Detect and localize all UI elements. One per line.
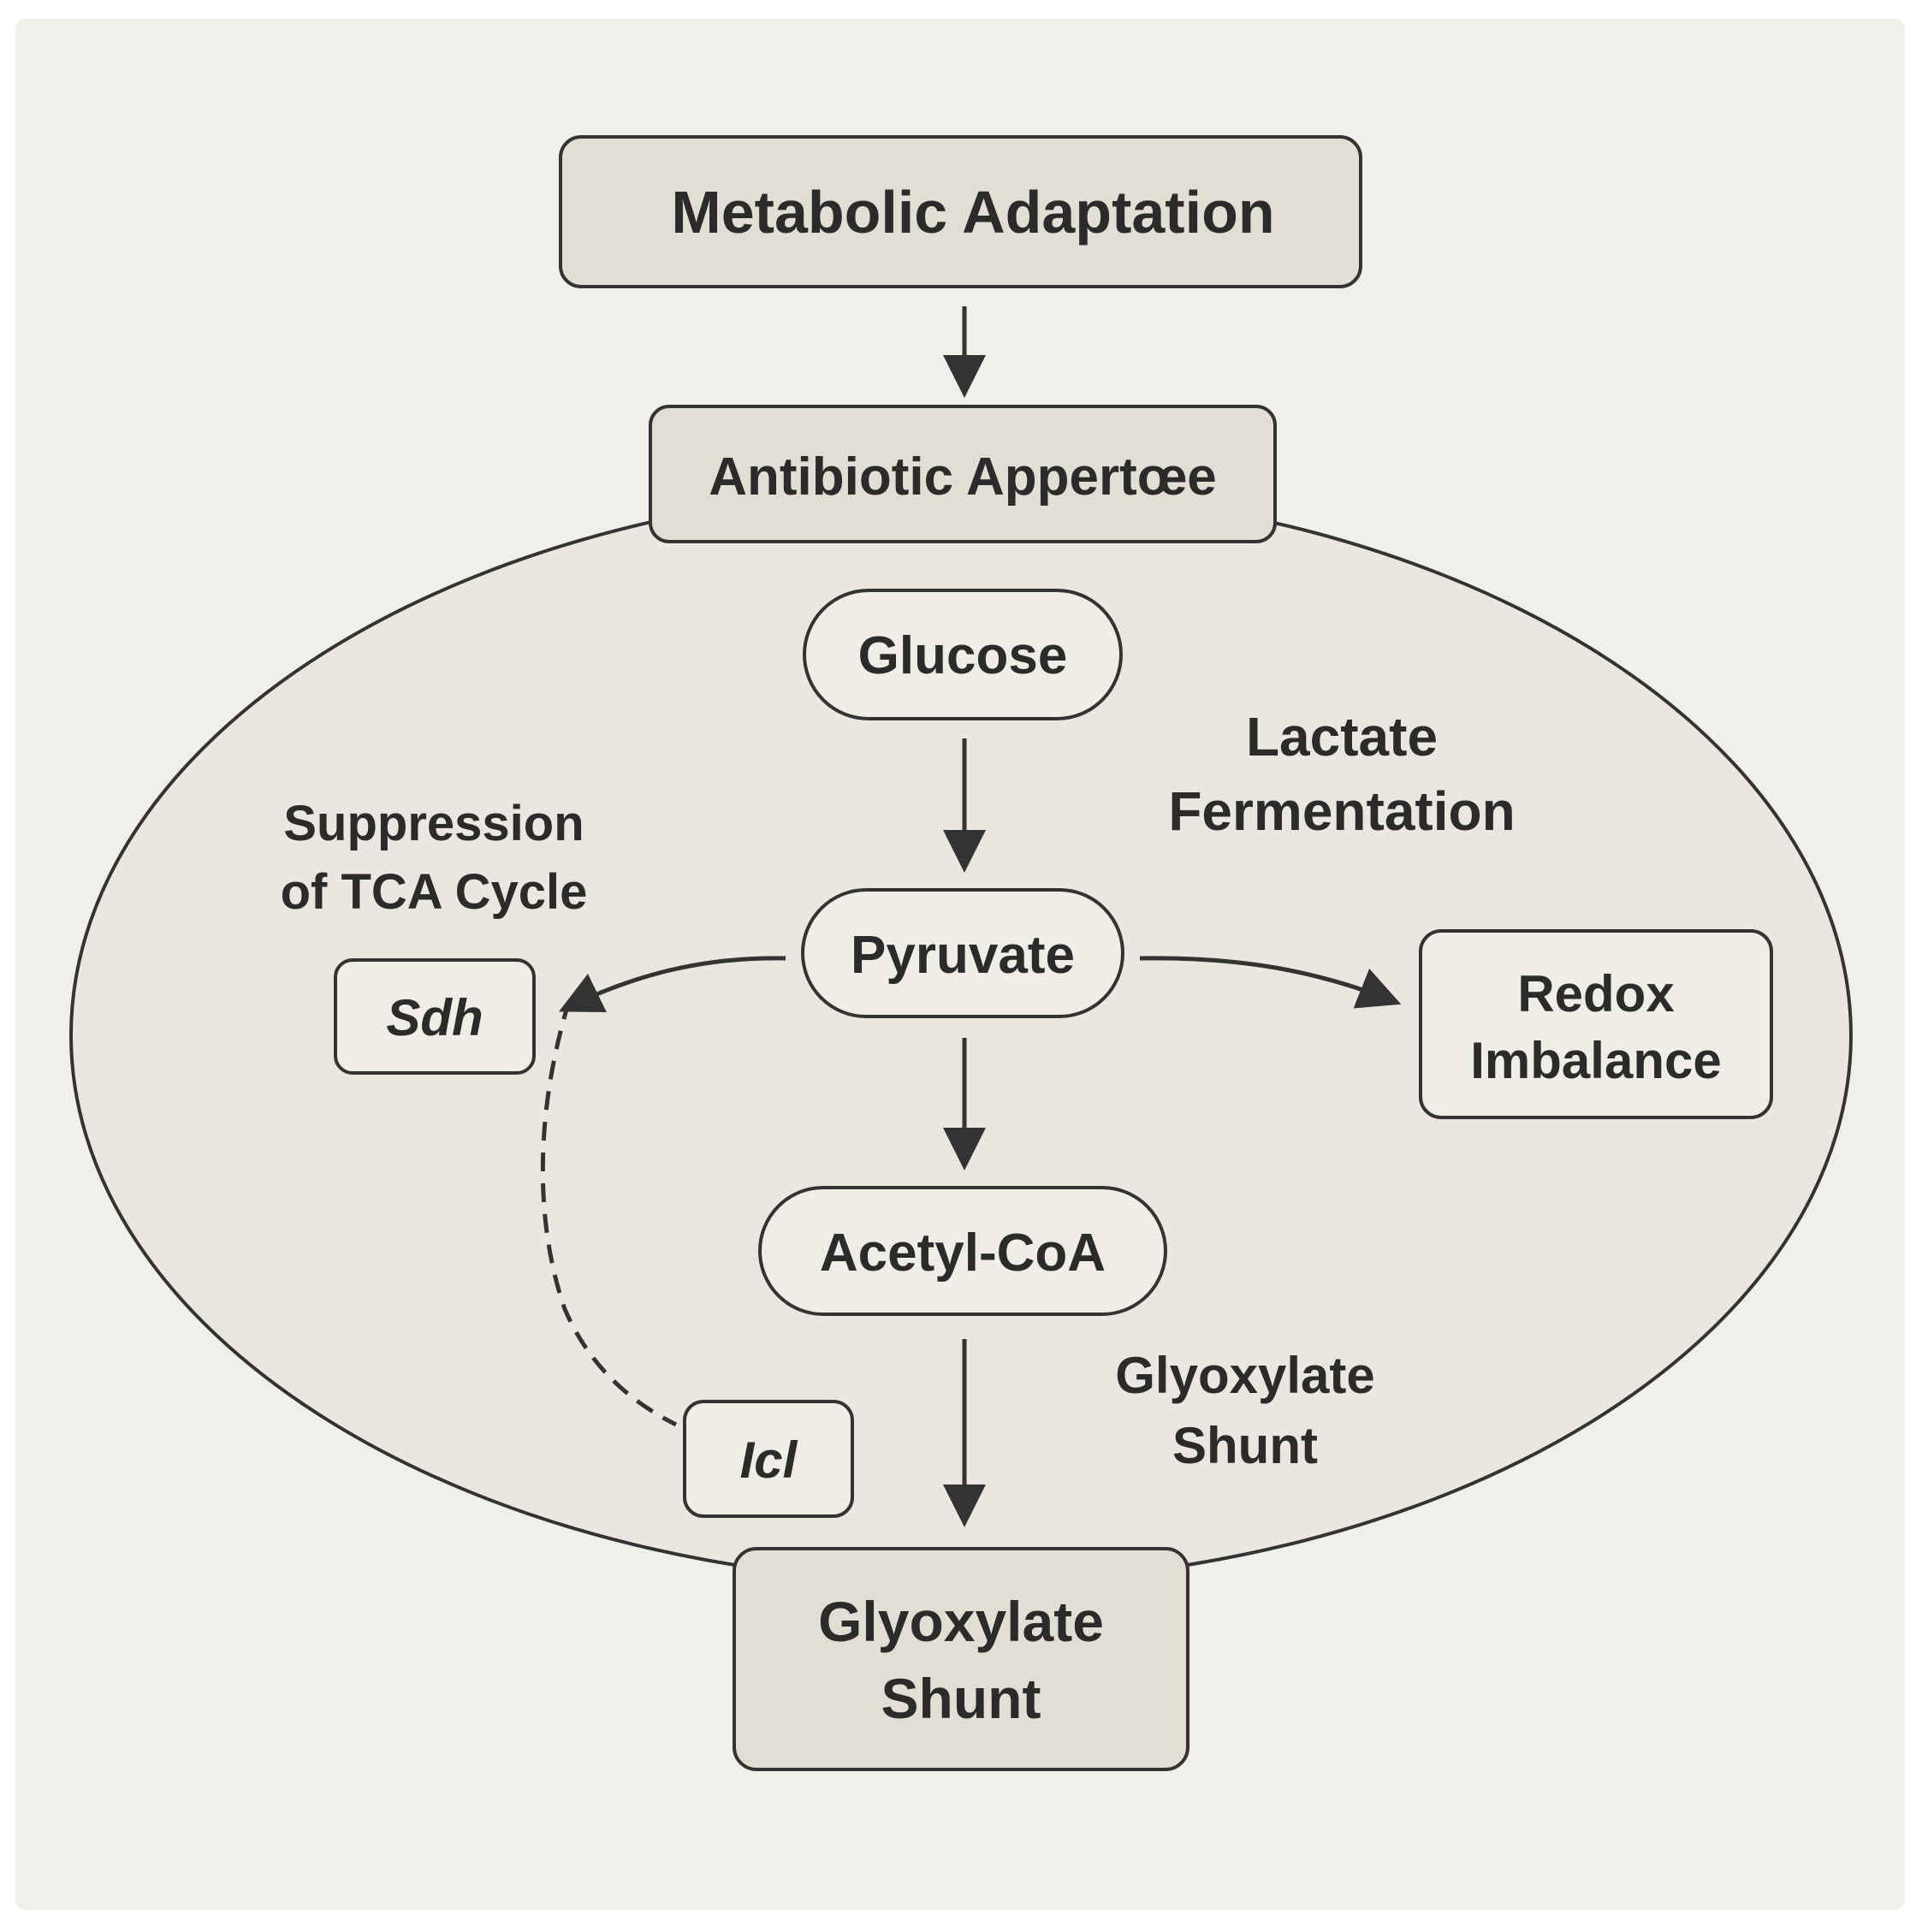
lactate-fermentation-label-line1: Lactate	[1246, 706, 1438, 767]
glyoxylate-shunt-box: Glyoxylate Shunt	[733, 1547, 1189, 1771]
icl-label: Icl	[740, 1431, 798, 1489]
icl-box: Icl	[683, 1400, 854, 1518]
suppression-tca-label-line2: of TCA Cycle	[281, 864, 588, 920]
acetyl-coa-node: Acetyl-CoA	[758, 1186, 1167, 1316]
sdh-label: Sdh	[386, 989, 483, 1046]
pyruvate-node: Pyruvate	[801, 888, 1124, 1018]
glyoxylate-shunt-box-label-line2: Shunt	[881, 1667, 1041, 1730]
redox-imbalance-label-line2: Imbalance	[1470, 1032, 1721, 1089]
glyoxylate-shunt-label-line2: Shunt	[1172, 1417, 1318, 1474]
antibiotic-stress-box: Antibiotic Appertœe	[649, 405, 1277, 543]
suppression-tca-label-line1: Suppression	[283, 796, 584, 851]
glyoxylate-shunt-box-label-line1: Glyoxylate	[818, 1590, 1104, 1653]
redox-imbalance-box: Redox Imbalance	[1419, 929, 1773, 1119]
antibiotic-stress-label: Antibiotic Appertœe	[709, 447, 1217, 507]
metabolic-adaptation-label: Metabolic Adaptation	[671, 179, 1274, 246]
arrow-pyruvate-to-sdh	[559, 956, 786, 1012]
lactate-fermentation-label-line2: Fermentation	[1168, 780, 1515, 842]
dashed-link-sdh-icl	[540, 1000, 678, 1427]
pyruvate-label: Pyruvate	[851, 926, 1075, 985]
glyoxylate-shunt-label-line1: Glyoxylate	[1115, 1347, 1375, 1404]
sdh-box: Sdh	[334, 958, 536, 1075]
glucose-label: Glucose	[858, 626, 1068, 685]
redox-imbalance-label-line1: Redox	[1517, 965, 1674, 1022]
glucose-node: Glucose	[803, 589, 1123, 720]
metabolic-adaptation-box: Metabolic Adaptation	[559, 135, 1362, 288]
acetyl-coa-label: Acetyl-CoA	[820, 1224, 1106, 1283]
arrow-pyruvate-to-redox	[1139, 956, 1402, 1009]
